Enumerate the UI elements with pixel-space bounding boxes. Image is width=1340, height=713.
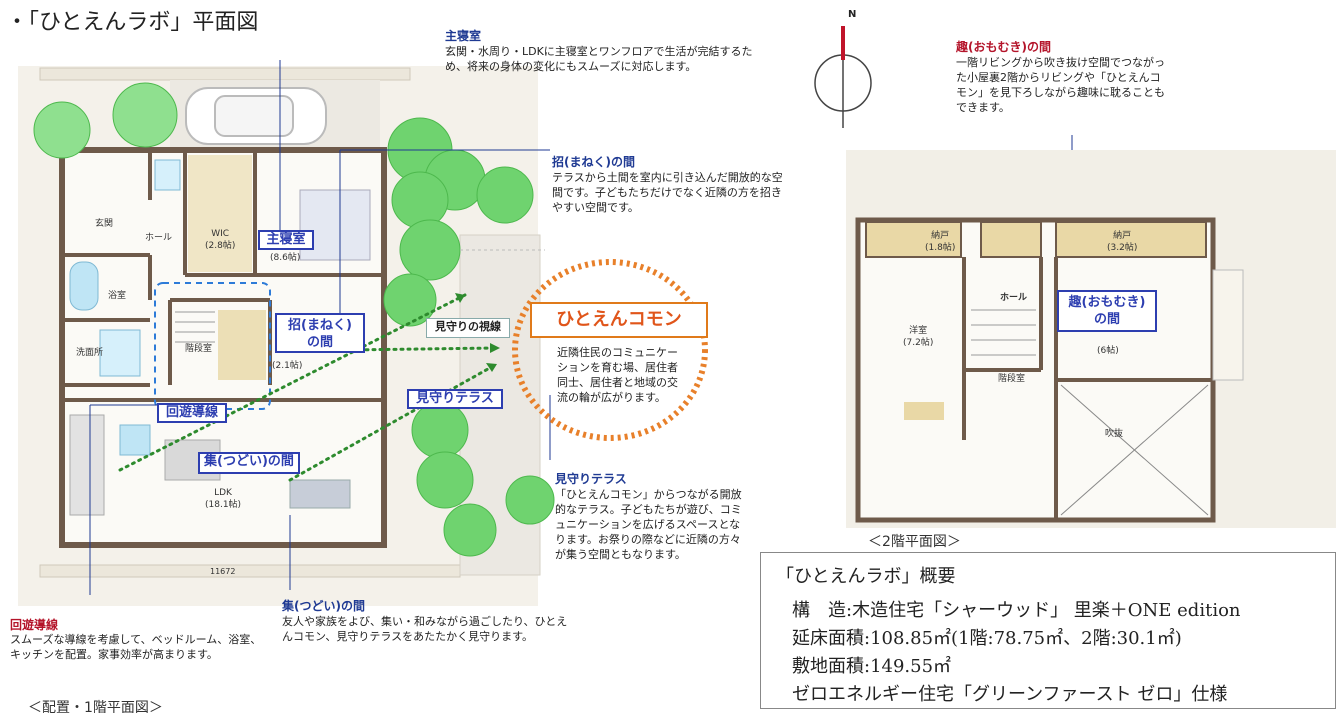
tag-maneku: 招(まねく) の間 xyxy=(275,313,365,353)
summary-structure: 構 造:木造住宅「シャーウッド」 里楽＋ONE edition xyxy=(792,600,1241,621)
shushinshitsu-text: 玄関・水周り・LDKに主寝室とワンフロアで生活が完結するため、将来の身体の変化に… xyxy=(445,45,753,73)
kaiyu-heading: 回遊導線 xyxy=(10,618,59,632)
room-nando2-size: (3.2帖) xyxy=(1107,243,1138,253)
room-nando2: 納戸 (3.2帖) xyxy=(1107,230,1137,254)
common-text: 近隣住民のコミュニケーションを育む場、居住者同士、居住者と地域の交流の輪が広がり… xyxy=(557,346,678,404)
room-yokushitsu: 浴室 xyxy=(108,291,127,301)
mimamori-terrace-heading: 見守りテラス xyxy=(555,472,627,486)
room-nando1: 納戸 (1.8帖) xyxy=(925,230,955,254)
tag-omomuki: 趣(おもむき) の間 xyxy=(1057,290,1157,332)
tag-omomuki-line1: 趣(おもむき) xyxy=(1068,295,1146,310)
car-icon xyxy=(185,87,327,145)
room-wic-label: WIC xyxy=(211,229,230,239)
room-hall-2f: ホール xyxy=(1000,293,1028,303)
room-shushinshitsu-size: (8.6帖) xyxy=(270,253,301,263)
room-hall: ホール xyxy=(145,233,173,243)
tag-omomuki-line2: の間 xyxy=(1093,312,1120,327)
tag-mimamori-sisen: 見守りの視線 xyxy=(426,318,510,338)
tag-kaiyu: 回遊導線 xyxy=(157,403,227,423)
omomuki-heading: 趣(おもむき)の間 xyxy=(956,40,1051,54)
room-youshitsu-label: 洋室 xyxy=(909,326,928,336)
room-maneku-size: (2.1帖) xyxy=(272,361,303,371)
watch-sightlines xyxy=(118,293,497,482)
room-omomuki-size: (6帖) xyxy=(1097,346,1119,356)
leader-lines xyxy=(89,60,551,595)
room-genkan: 玄関 xyxy=(95,219,114,229)
room-youshitsu-size: (7.2帖) xyxy=(903,338,934,348)
shushinshitsu-heading: 主寝室 xyxy=(445,29,482,43)
tree-icons xyxy=(33,82,555,557)
kaiyu-text: スムーズな導線を考慮して、ベッドルーム、浴室、キッチンを配置。家事効率が高まりま… xyxy=(10,633,262,661)
room-ldk-label: LDK xyxy=(214,488,232,498)
room-fukinuke: 吹抜 xyxy=(1105,429,1124,439)
floor2-caption: ＜2階平面図＞ xyxy=(868,534,961,550)
floor1-caption: ＜配置・1階平面図＞ xyxy=(28,700,163,713)
room-youshitsu: 洋室 (7.2帖) xyxy=(903,325,933,349)
loop-route-path xyxy=(154,282,271,410)
room-ldk-size: (18.1帖) xyxy=(205,500,242,510)
summary-box xyxy=(760,552,1336,709)
floor2-plan xyxy=(846,150,1336,528)
sightline-arrows xyxy=(455,293,500,372)
compass-north-label: N xyxy=(848,9,857,20)
room-nando1-size: (1.8帖) xyxy=(925,243,956,253)
tag-maneku-line1: 招(まねく) xyxy=(288,318,352,333)
compass-icon xyxy=(814,26,872,128)
summary-title: 「ひとえんラボ」概要 xyxy=(776,566,956,587)
fence xyxy=(39,67,461,578)
mimamori-terrace-text: 「ひとえんコモン」からつながる開放的なテラス。子どもたちが遊び、コミュニケーショ… xyxy=(555,488,742,561)
page-title: ・「ひとえんラボ」平面図 xyxy=(6,10,259,35)
summary-floor-area: 延床面積:108.85㎡(1階:78.75㎡、2階:30.1㎡) xyxy=(792,628,1182,649)
floor1-plan xyxy=(18,60,555,606)
room-nando1-label: 納戸 xyxy=(931,231,950,241)
room-senmenjo: 洗面所 xyxy=(76,348,104,358)
room-kaidanshitsu-2f: 階段室 xyxy=(998,374,1026,384)
maneku-text: テラスから土間を室内に引き込んだ開放的な空間です。子どもたちだけでなく近隣の方を… xyxy=(552,171,783,214)
room-wic-size: (2.8帖) xyxy=(205,241,236,251)
room-kaidanshitsu: 階段室 xyxy=(185,344,213,354)
site-dimension: 11672 xyxy=(210,567,236,576)
summary-site-area: 敷地面積:149.55㎡ xyxy=(792,656,952,677)
omomuki-text: 一階リビングから吹き抜け空間でつながった小屋裏2階からリビングや「ひとえんコモン… xyxy=(956,56,1165,114)
tag-maneku-line2: の間 xyxy=(306,335,333,350)
maneku-heading: 招(まねく)の間 xyxy=(552,155,635,169)
summary-zero-energy: ゼロエネルギー住宅「グリーンファースト ゼロ」仕様 xyxy=(792,684,1228,705)
tag-tsudoi: 集(つどい)の間 xyxy=(198,452,300,474)
room-wic: WIC (2.8帖) xyxy=(205,228,235,252)
common-dashed-circle xyxy=(512,259,708,441)
tsudoi-heading: 集(つどい)の間 xyxy=(282,599,365,613)
room-nando2-label: 納戸 xyxy=(1113,231,1132,241)
tsudoi-text: 友人や家族をよび、集い・和みながら過ごしたり、ひとえんコモン、見守りテラスをあた… xyxy=(282,615,568,643)
tag-mimamori-terrace: 見守りテラス xyxy=(407,389,503,409)
common-label: ひとえんコモン xyxy=(530,302,708,338)
tag-shushinshitsu: 主寝室 xyxy=(258,230,314,250)
room-ldk: LDK (18.1帖) xyxy=(205,487,241,511)
